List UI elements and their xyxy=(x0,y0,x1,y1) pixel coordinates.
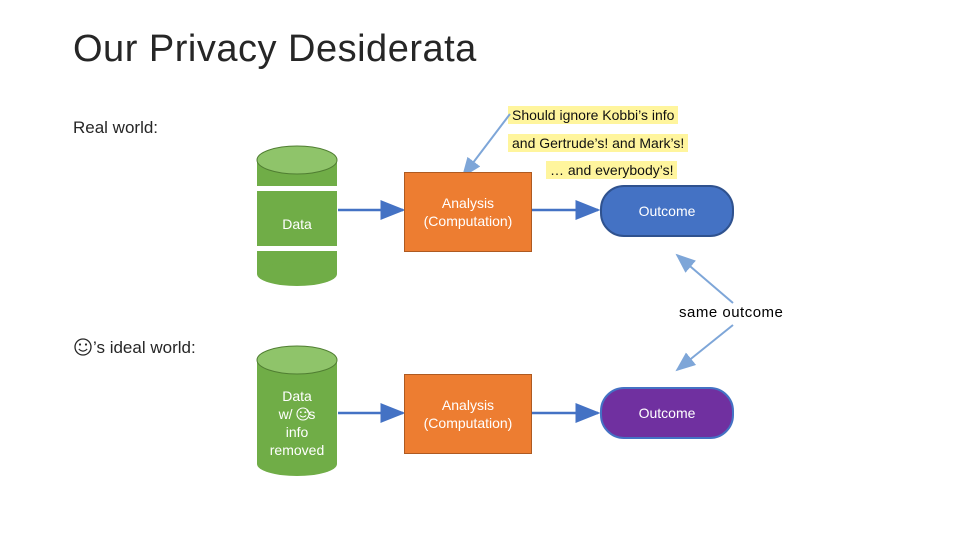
smiley-icon xyxy=(74,338,92,356)
analysis-line2-ideal: (Computation) xyxy=(423,415,513,431)
data-line2-prefix-ideal: w/ xyxy=(278,406,293,422)
ideal-world-label: ’s ideal world: xyxy=(93,338,196,357)
data-line4-ideal: removed xyxy=(269,442,325,458)
data-line1-ideal: Data xyxy=(282,388,312,404)
smiley-icon-inline xyxy=(296,407,310,421)
data-label-real: Data xyxy=(282,216,312,232)
data-cylinder-real xyxy=(256,145,338,286)
callout-everybody: … and everybody’s! xyxy=(546,161,678,179)
analysis-box-real: Analysis (Computation) xyxy=(404,172,532,252)
same-outcome-arrow-up xyxy=(675,253,734,304)
same-outcome-arrow-down xyxy=(675,324,734,372)
slide-title: Our Privacy Desiderata xyxy=(73,28,477,70)
analysis-box-ideal: Analysis (Computation) xyxy=(404,374,532,454)
real-world-label: Real world: xyxy=(73,118,159,137)
analysis-line2-real: (Computation) xyxy=(423,213,513,229)
data-line2-suffix-ideal: ’s xyxy=(305,406,316,422)
outcome-box-ideal: Outcome xyxy=(600,387,734,439)
outcome-box-real: Outcome xyxy=(600,185,734,237)
callout-gertrude-mark: and Gertrude’s! and Mark’s! xyxy=(508,134,689,152)
analysis-line1-ideal: Analysis xyxy=(441,397,495,413)
outcome-label-real: Outcome xyxy=(638,203,696,219)
callout-pointer-arrow xyxy=(461,113,511,178)
data-line3-ideal: info xyxy=(285,424,309,440)
outcome-label-ideal: Outcome xyxy=(638,405,696,421)
data-label-ideal: Data w/ ’s info removed xyxy=(257,387,337,459)
analysis-line1-real: Analysis xyxy=(441,195,495,211)
same-outcome-label: same outcome xyxy=(679,304,784,321)
callout-kobbi: Should ignore Kobbi’s info xyxy=(508,106,679,124)
